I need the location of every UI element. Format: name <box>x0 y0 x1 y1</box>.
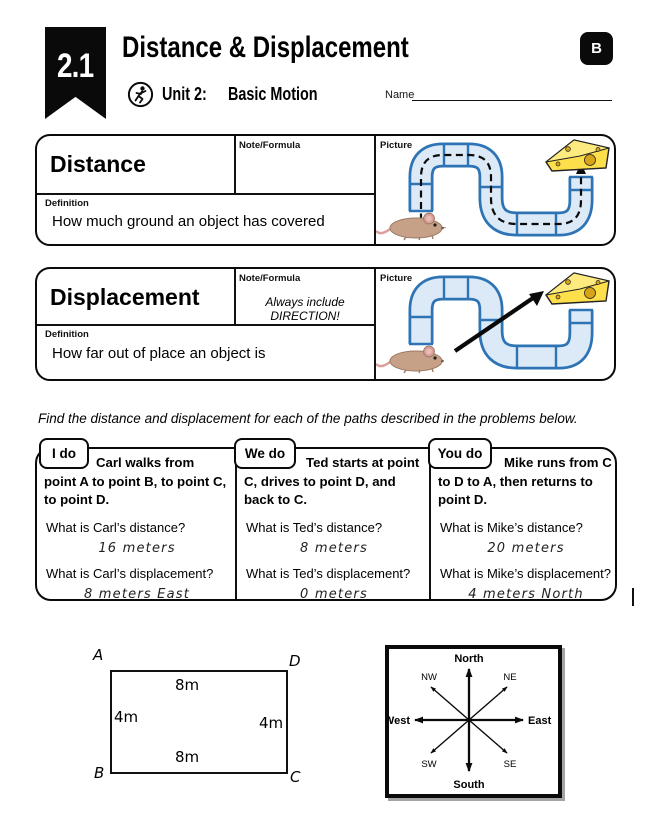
ne-label: NE <box>503 672 516 683</box>
divider <box>234 269 236 324</box>
divider <box>234 136 236 193</box>
definition-label: Definition <box>45 329 89 340</box>
corner-d: D <box>289 652 301 670</box>
name-label: Name <box>385 89 415 101</box>
picture-label: Picture <box>380 273 413 284</box>
divider <box>429 449 431 599</box>
right-side-length: 4m <box>259 714 284 732</box>
runner-icon <box>127 81 154 108</box>
section-number: 2.1 <box>57 47 94 85</box>
tab-you-do: You do <box>428 438 492 469</box>
cheese-icon <box>545 139 610 172</box>
corner-a: A <box>93 646 104 664</box>
west-label: West <box>389 715 410 727</box>
top-side-length: 8m <box>175 676 200 694</box>
displacement-answer: 8 meters East <box>83 587 191 603</box>
mouse-icon <box>376 345 444 374</box>
problem-prompt: Ted starts at point C, drives to point D… <box>244 455 420 508</box>
picture-label: Picture <box>380 140 413 151</box>
nw-label: NW <box>421 672 437 683</box>
unit-heading: Unit 2: Basic Motion <box>162 84 340 105</box>
distance-definition: How much ground an object has covered <box>52 213 325 230</box>
displacement-question: What is Mike’s displacement? <box>440 566 611 582</box>
practice-problems-box: I do We do You do Carl walks from point … <box>35 438 619 603</box>
corner-b: B <box>94 764 105 782</box>
tube-path <box>408 275 594 370</box>
instruction-text: Find the distance and displacement for e… <box>38 411 578 426</box>
distance-card-title: Distance <box>50 151 146 177</box>
distance-maze-picture <box>376 139 610 241</box>
text-cursor-mark <box>632 588 634 606</box>
distance-answer: 20 meters <box>487 541 565 557</box>
distance-question: What is Carl’s distance? <box>46 520 186 536</box>
version-badge: B <box>580 32 613 65</box>
displacement-note: Always include DIRECTION! <box>265 295 345 323</box>
name-input-line[interactable] <box>412 83 612 101</box>
rectangle-path-diagram: A D B C 8m 4m 4m 8m <box>93 646 308 786</box>
sw-label: SW <box>421 759 436 770</box>
problem-prompt: Carl walks from point A to point B, to p… <box>44 455 227 508</box>
divider <box>374 136 376 244</box>
problem-column-you-do: Mike runs from C to D to A, then returns… <box>431 449 619 603</box>
displacement-definition: How far out of place an object is <box>52 345 266 362</box>
problem-prompt: Mike runs from C to D to A, then returns… <box>438 455 612 508</box>
corner-c: C <box>290 768 301 786</box>
displacement-answer: 0 meters <box>300 587 368 603</box>
east-label: East <box>528 715 552 727</box>
north-label: North <box>454 653 484 665</box>
unit-label: Unit 2: <box>162 84 207 104</box>
left-side-length: 4m <box>114 708 139 726</box>
distance-answer: 8 meters <box>300 541 368 557</box>
mouse-icon <box>376 212 446 241</box>
problem-column-we-do: Ted starts at point C, drives to point D… <box>237 449 429 603</box>
distance-question: What is Ted’s distance? <box>246 520 383 536</box>
compass-rose: North South East West NW NE SW SE <box>384 645 562 798</box>
displacement-card: Displacement Note/Formula Picture Defini… <box>35 267 616 381</box>
divider <box>37 324 374 326</box>
tab-we-do: We do <box>234 438 296 469</box>
note-formula-label: Note/Formula <box>239 273 301 284</box>
bottom-side-length: 8m <box>175 748 200 766</box>
south-label: South <box>453 779 484 791</box>
displacement-question: What is Ted’s displacement? <box>246 566 411 582</box>
se-label: SE <box>504 759 517 770</box>
distance-question: What is Mike’s distance? <box>440 520 583 536</box>
distance-answer: 16 meters <box>98 541 176 557</box>
displacement-card-title: Displacement <box>50 284 200 310</box>
straight-displacement-arrow <box>453 291 544 353</box>
displacement-question: What is Carl’s displacement? <box>46 566 214 582</box>
divider <box>37 193 374 195</box>
divider <box>235 449 237 599</box>
compass-arrows <box>413 667 525 773</box>
displacement-answer: 4 meters North <box>468 587 584 603</box>
problem-column-i-do: Carl walks from point A to point B, to p… <box>37 449 235 603</box>
page-title: Distance & Displacement <box>122 31 409 64</box>
rectangle-shape <box>110 670 288 774</box>
tab-i-do: I do <box>39 438 89 469</box>
definition-label: Definition <box>45 198 89 209</box>
displacement-maze-picture <box>376 272 610 374</box>
section-number-badge: 2.1 <box>45 27 106 119</box>
note-formula-label: Note/Formula <box>239 140 301 151</box>
divider <box>374 269 376 379</box>
cheese-icon <box>545 272 610 305</box>
distance-card: Distance Note/Formula Picture Definition… <box>35 134 616 246</box>
unit-name: Basic Motion <box>228 84 318 104</box>
